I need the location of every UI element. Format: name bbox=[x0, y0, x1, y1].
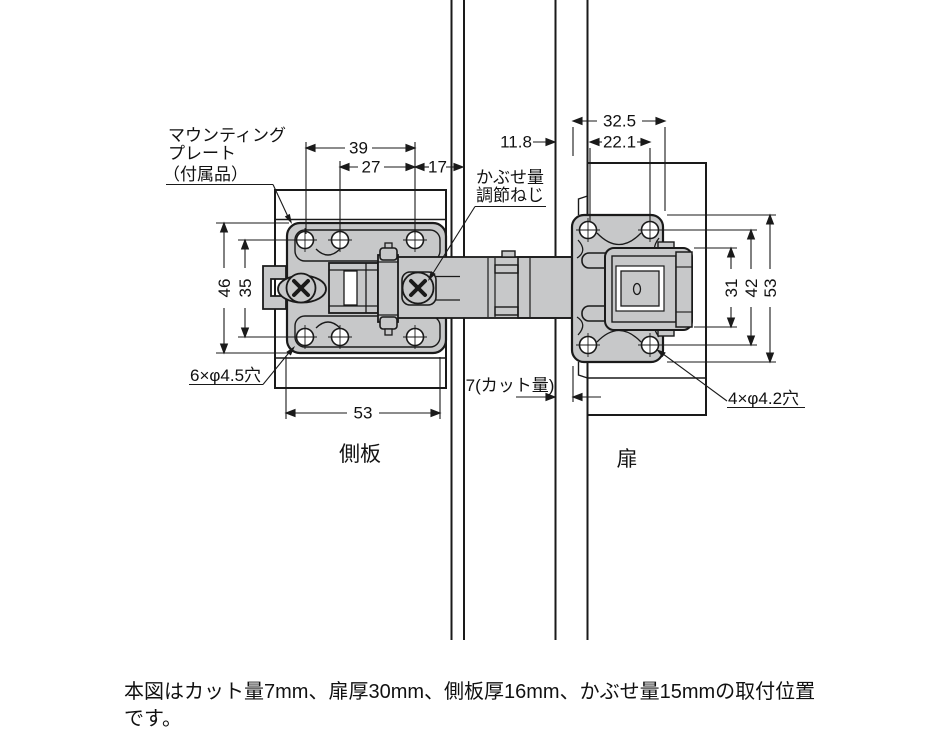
dim-35: 35 bbox=[236, 279, 255, 298]
dim-42: 42 bbox=[742, 279, 761, 298]
cam-screw bbox=[285, 272, 317, 304]
overlay-adjust-label-line1: かぶせ量 bbox=[476, 168, 544, 187]
dim-27: 27 bbox=[362, 158, 381, 177]
panel-edge-lines bbox=[450, 0, 589, 640]
dim-31: 31 bbox=[722, 279, 741, 298]
right-holes-label: 4×φ4.2穴 bbox=[728, 389, 799, 408]
mounting-plate-label-line2: プレート bbox=[168, 144, 236, 163]
hinge-cup bbox=[570, 213, 693, 364]
dimension-lines bbox=[216, 116, 776, 419]
dimension-values: 39 27 17 32.5 11.8 22.1 53 46 35 31 42 5… bbox=[215, 112, 780, 423]
left-holes-label: 6×φ4.5穴 bbox=[190, 366, 261, 385]
side-panel-screw-holes bbox=[293, 228, 427, 349]
dim-53-left: 53 bbox=[354, 404, 373, 423]
cut-amount-label: 7(カット量) bbox=[466, 376, 555, 395]
overlay-adjust-screw bbox=[401, 271, 437, 306]
dim-32-5: 32.5 bbox=[603, 112, 636, 131]
dim-11-8: 11.8 bbox=[500, 133, 532, 152]
mounting-plate-label-line1: マウンティング bbox=[168, 126, 286, 145]
dim-22-1: 22.1 bbox=[603, 133, 636, 152]
dim-53-right: 53 bbox=[761, 279, 780, 298]
dim-17: 17 bbox=[428, 158, 447, 177]
side-panel-label: 側板 bbox=[339, 443, 381, 466]
dim-46: 46 bbox=[215, 279, 234, 298]
overlay-adjust-label-line2: 調節ねじ bbox=[476, 186, 544, 205]
callout-labels: マウンティング プレート （付属品） かぶせ量 調節ねじ 6×φ4.5穴 4×φ… bbox=[163, 126, 805, 471]
figure-caption: 本図はカット量7mm、扉厚30mm、側板厚16mm、かぶせ量15mmの取付位置で… bbox=[124, 681, 816, 730]
door-label: 扉 bbox=[617, 448, 638, 471]
mounting-plate-label-line3: （付属品） bbox=[163, 165, 248, 184]
dim-39: 39 bbox=[349, 139, 368, 158]
